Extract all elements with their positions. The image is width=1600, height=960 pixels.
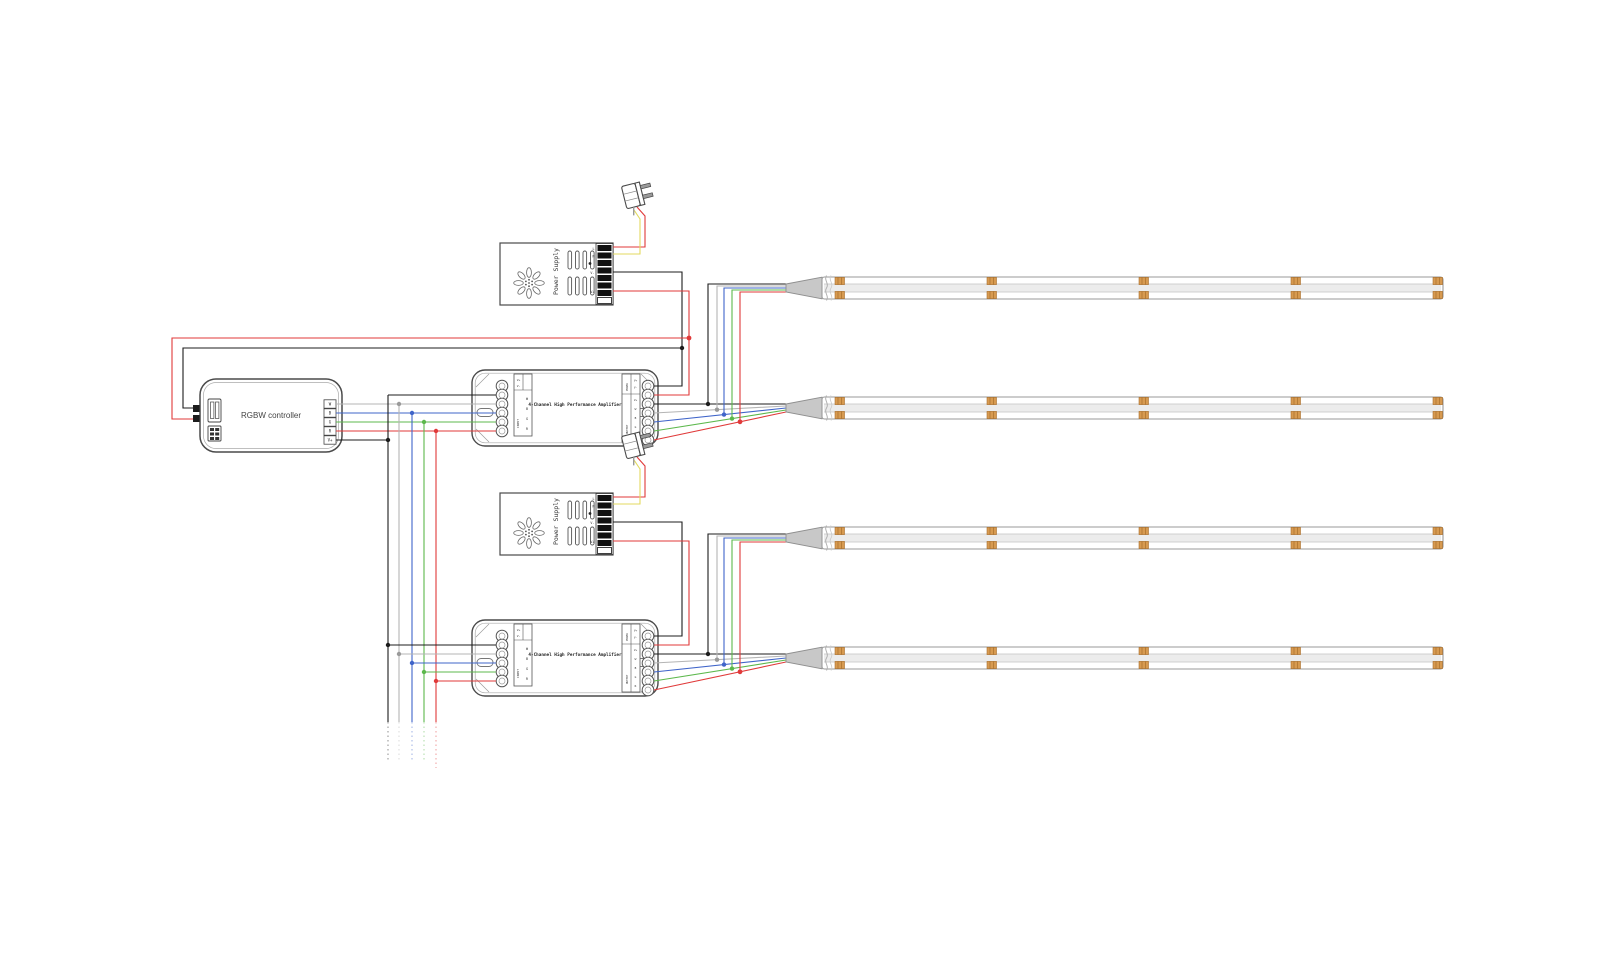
wire-black-psu1-amp1 bbox=[613, 271, 683, 387]
controller-output-terminals: W B G R V+ bbox=[323, 399, 337, 445]
wire-black-branch-strip3 bbox=[707, 533, 798, 654]
controller-title: RGBW controller bbox=[241, 411, 301, 420]
wire-red-psu1-amp1 bbox=[613, 290, 690, 396]
wire-blue-branch-strip1 bbox=[723, 287, 798, 415]
controller-power-stub-1 bbox=[193, 405, 200, 412]
wire-neutral-psu2-plug bbox=[613, 459, 641, 505]
junction-dots bbox=[385, 335, 743, 684]
wires-expansion-dotted bbox=[387, 722, 437, 768]
wire-white-branch-strip1 bbox=[716, 285, 798, 410]
controller-inner-line bbox=[203, 382, 339, 449]
wire-live-psu2-plug bbox=[613, 456, 646, 498]
amplifier-2 bbox=[471, 619, 659, 697]
led-strip-1 bbox=[786, 276, 1443, 301]
wire-black-branch-strip1 bbox=[707, 283, 798, 404]
led-strip-2 bbox=[786, 396, 1443, 421]
power-supply-1 bbox=[499, 242, 614, 306]
ac-plug-1 bbox=[620, 178, 658, 218]
wire-black-psu1-controller bbox=[182, 347, 682, 409]
wire-red-amp1-strip2 bbox=[653, 411, 798, 441]
controller-antenna-connector bbox=[207, 398, 222, 423]
led-strip-4 bbox=[786, 646, 1443, 671]
rgbw-controller: RGBW controller W B G R V+ bbox=[193, 378, 343, 453]
wire-red-psu2-amp2 bbox=[613, 540, 690, 646]
controller-term-vplus: V+ bbox=[328, 437, 333, 442]
wire-green-amp2-strip4 bbox=[653, 659, 798, 682]
wire-red-branch-strip3 bbox=[739, 541, 798, 672]
led-strip-3 bbox=[786, 526, 1443, 551]
wire-red-psu1-controller bbox=[171, 337, 689, 420]
controller-term-w: W bbox=[329, 401, 332, 406]
wire-green-branch-strip1 bbox=[731, 289, 798, 419]
controller-body bbox=[199, 378, 343, 453]
wire-red-amp2-strip4 bbox=[653, 661, 798, 691]
controller-term-g: G bbox=[329, 419, 332, 424]
wire-white-branch-strip3 bbox=[716, 535, 798, 660]
wire-red-branch-strip1 bbox=[739, 291, 798, 422]
power-supply-2 bbox=[499, 492, 614, 556]
wire-black-psu2-amp2 bbox=[613, 521, 683, 637]
controller-term-b: B bbox=[329, 410, 332, 415]
wire-blue-branch-strip3 bbox=[723, 537, 798, 665]
wire-green-amp1-strip2 bbox=[653, 409, 798, 432]
wire-neutral-psu1-plug bbox=[613, 209, 641, 255]
controller-power-stub-2 bbox=[193, 415, 200, 422]
wire-green-branch-strip3 bbox=[731, 539, 798, 669]
controller-dc-connector bbox=[207, 425, 222, 442]
controller-term-r: R bbox=[329, 428, 332, 433]
wire-live-psu1-plug bbox=[613, 206, 646, 248]
